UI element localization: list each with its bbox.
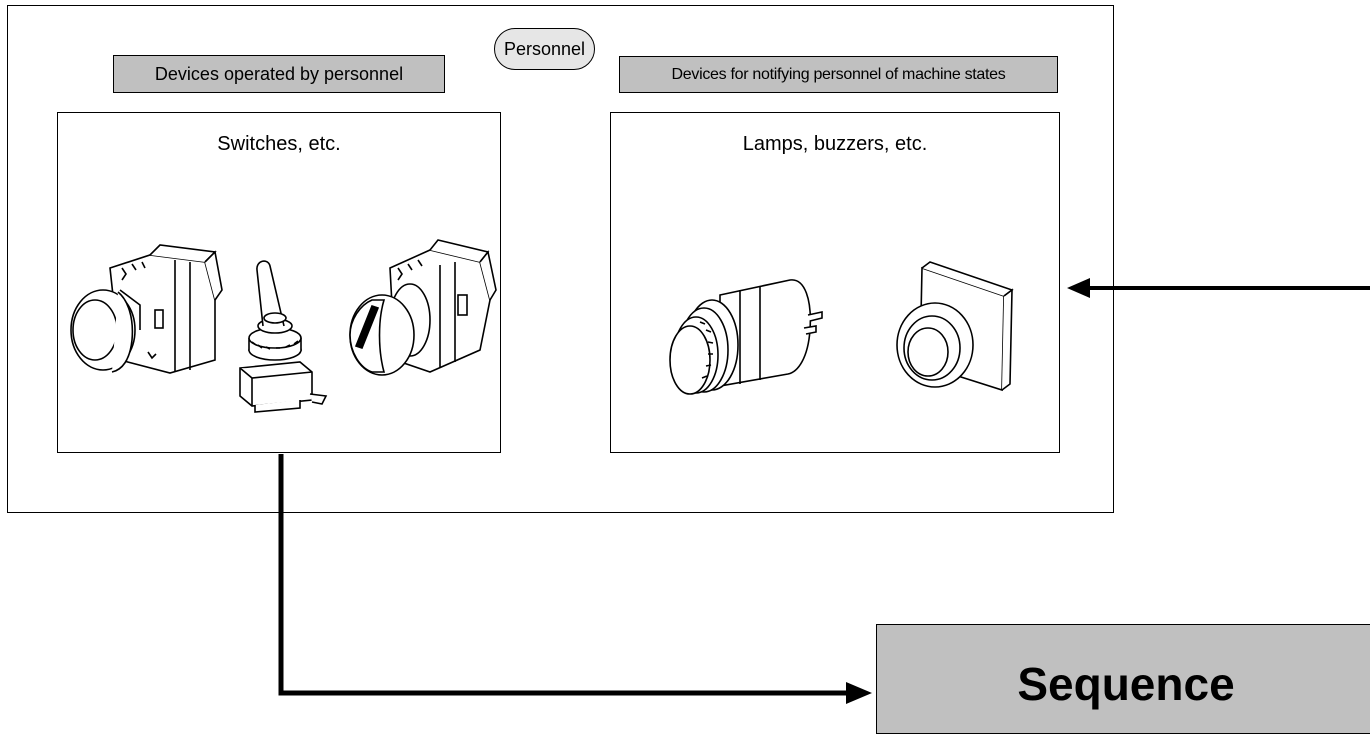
lamps-panel: Lamps, buzzers, etc.	[610, 112, 1060, 453]
pilot-lamp-icon	[669, 279, 823, 395]
square-lamp-icon	[896, 261, 1014, 392]
personnel-area	[7, 5, 1114, 513]
feedback-arrow	[1067, 278, 1370, 298]
devices-operated-label: Devices operated by personnel	[113, 55, 445, 93]
pushbutton-switch-icon	[70, 244, 223, 374]
sequence-label: Sequence	[1017, 658, 1235, 710]
switch-to-sequence-arrow	[278, 454, 872, 704]
sequence-box: Sequence	[876, 624, 1370, 734]
switches-title: Switches, etc.	[217, 133, 341, 155]
toggle-switch-icon	[239, 260, 328, 413]
selector-switch-icon	[349, 239, 497, 376]
lamps-title: Lamps, buzzers, etc.	[742, 133, 928, 155]
devices-notifying-label: Devices for notifying personnel of machi…	[619, 56, 1058, 93]
personnel-node: Personnel	[494, 28, 595, 70]
